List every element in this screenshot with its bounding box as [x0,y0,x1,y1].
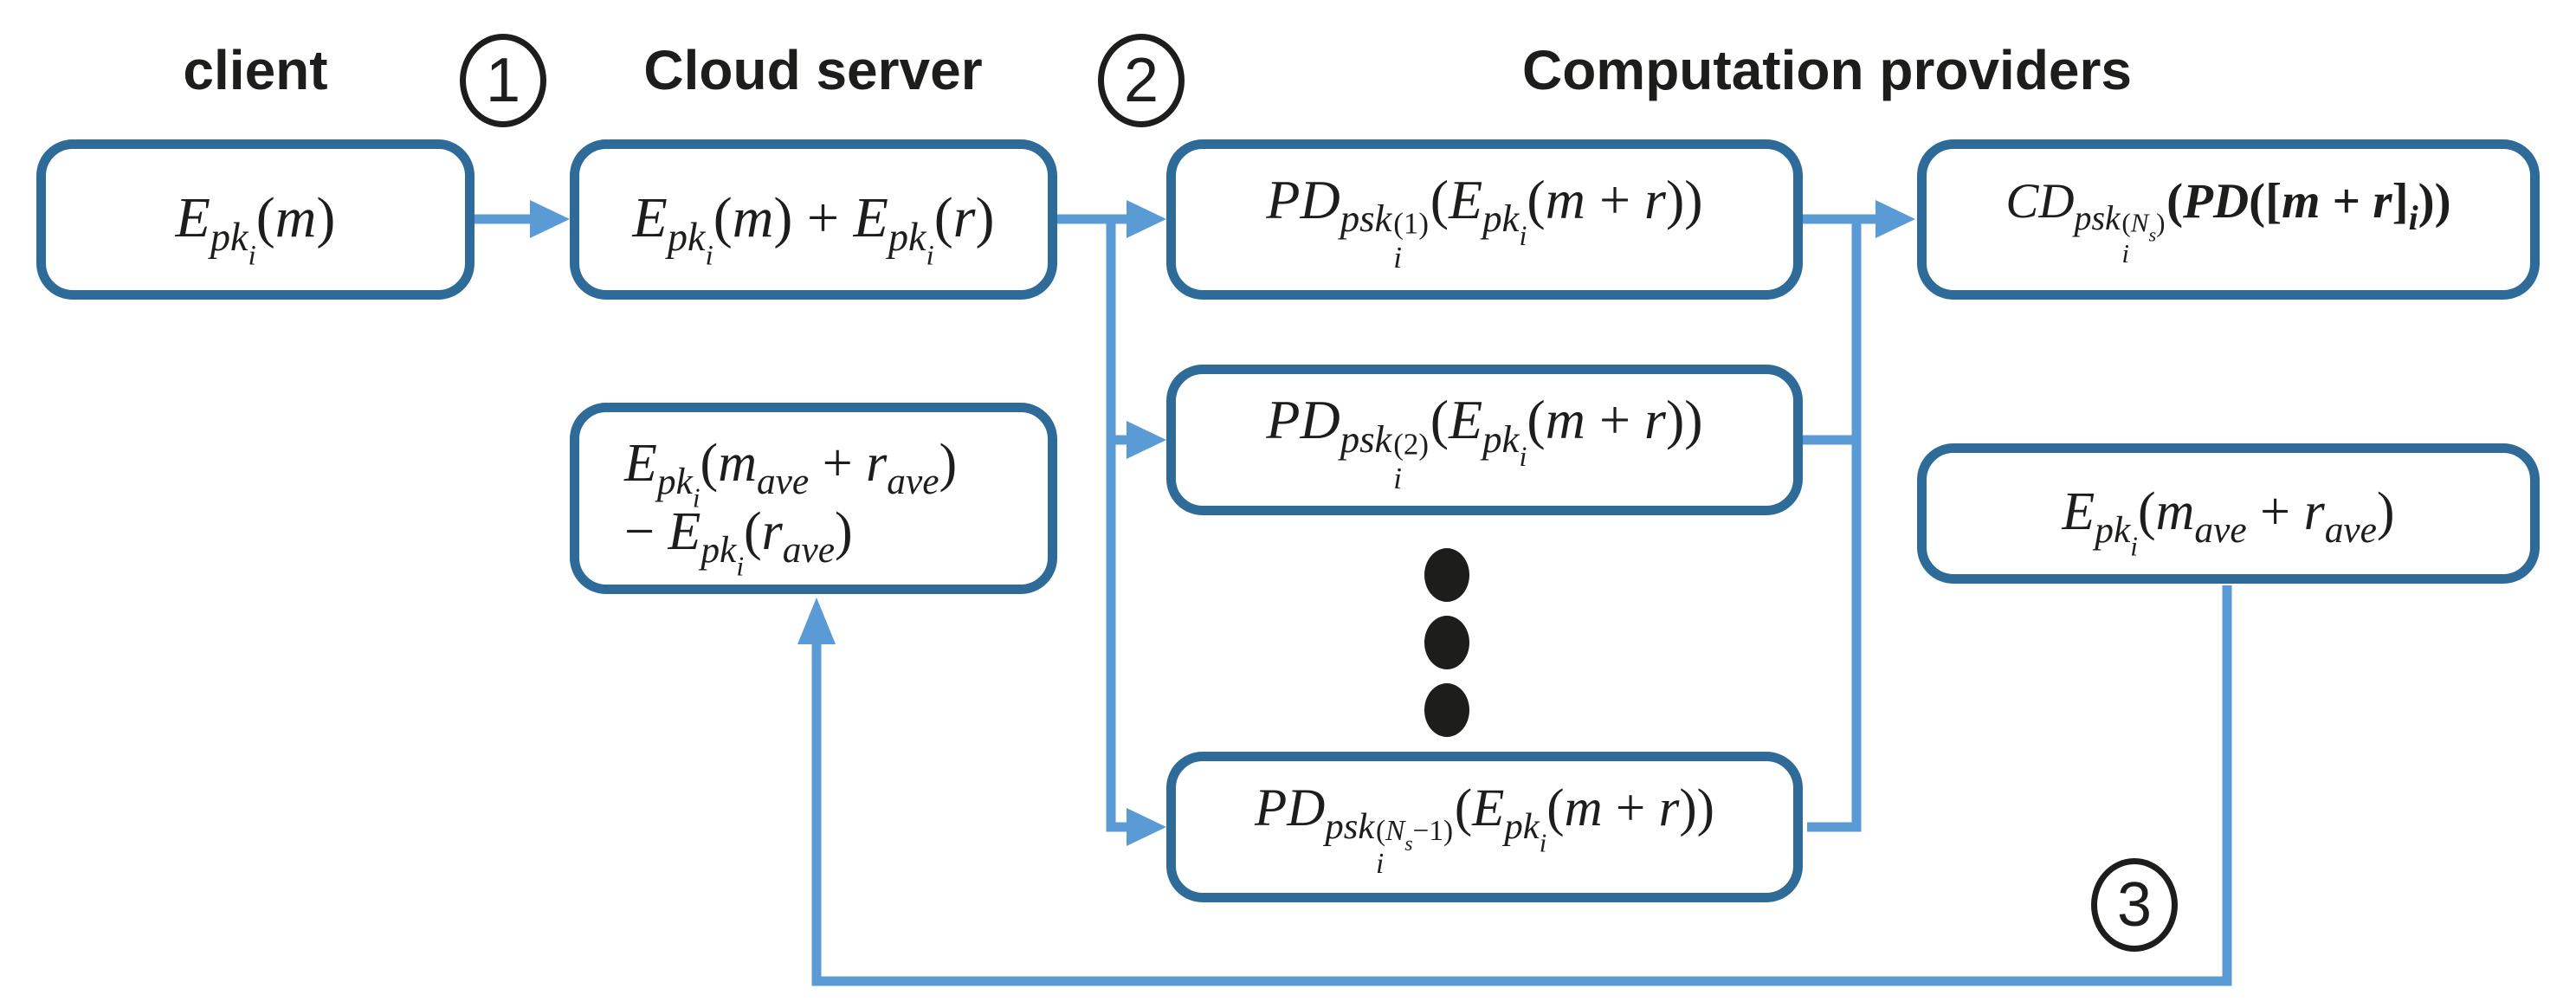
ellipsis-dot [1424,616,1469,669]
step-marker-3: 3 [2091,858,2178,952]
formula-combined-decrypt: CDpsk(Ns)i(PD([m + r]i)) [2005,174,2451,268]
step-2-number: 2 [1123,46,1159,115]
node-cloud-masked-sum: Epki(m) + Epki(r) [570,139,1057,300]
formula-cloud-unmask: Epki(mave + rave) − Epki(rave) [624,430,958,582]
column-label-computation-providers: Computation providers [1521,39,2133,101]
step-1-number: 1 [485,46,521,115]
branch-to-pdn-head [1127,808,1166,846]
formula-partial-decrypt-ns-minus-1: PDpsk(Ns−1)i(Epki(m + r)) [1255,779,1714,880]
formula-partial-decrypt-2: PDpsk(2)i(Epki(m + r)) [1266,389,1703,495]
column-label-cloud-server: Cloud server [643,39,983,101]
arrow-cloud-to-pd1-head [1127,200,1166,238]
feedback-arrow-head [797,598,836,644]
trunk-left-distribution [1106,219,1128,832]
formula-partial-decrypt-1: PDpsk(1)i(Epki(m + r)) [1266,168,1703,275]
node-client-ciphertext: Epki(m) [36,139,475,300]
node-partial-decrypt-1: PDpsk(1)i(Epki(m + r)) [1166,139,1803,300]
step-marker-2: 2 [1098,34,1185,127]
node-partial-decrypt-ns-minus-1: PDpsk(Ns−1)i(Epki(m + r)) [1166,752,1803,902]
formula-cloud-unmask-line1: Epki(mave + rave) [624,433,958,514]
arrow-pd1-to-cd-head [1876,200,1915,238]
step-marker-1: 1 [460,34,546,127]
column-label-client: client [183,39,328,101]
formula-cloud-masked-sum: Epki(m) + Epki(r) [632,185,995,272]
ellipsis-dot [1424,548,1469,602]
ellipsis-dot [1424,683,1469,737]
step-3-number: 3 [2116,870,2153,940]
formula-client-ciphertext: Epki(m) [175,185,336,272]
node-average-ciphertext: Epki(mave + rave) [1917,443,2540,584]
branch-to-pd2-head [1127,421,1166,459]
node-cloud-unmask: Epki(mave + rave) − Epki(rave) [570,403,1057,594]
feedback-path [811,585,2232,986]
node-combined-decrypt: CDpsk(Ns)i(PD([m + r]i)) [1917,139,2540,300]
trunk-right-collection [1807,219,1862,832]
node-partial-decrypt-2: PDpsk(2)i(Epki(m + r)) [1166,365,1803,515]
formula-cloud-unmask-line2: − Epki(rave) [624,501,853,582]
formula-average-ciphertext: Epki(mave + rave) [2062,482,2395,562]
arrow-client-to-cloud-head [530,200,570,238]
